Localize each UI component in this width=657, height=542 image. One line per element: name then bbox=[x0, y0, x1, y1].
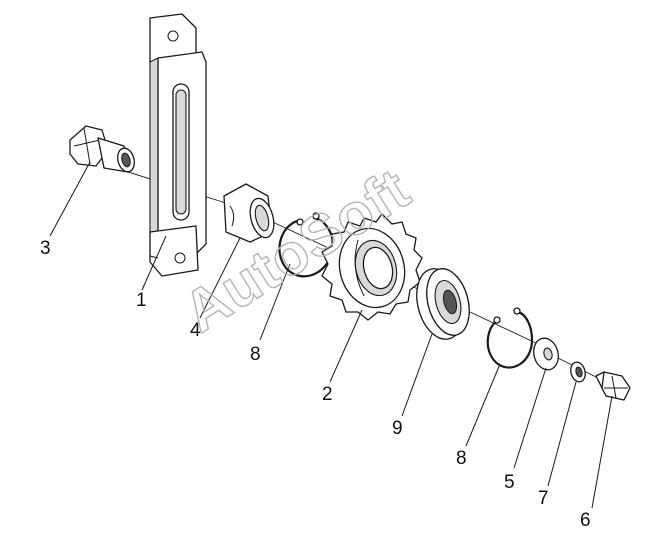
leader-lines bbox=[49, 161, 613, 509]
part-4-bushing bbox=[223, 183, 275, 243]
leader-4 bbox=[199, 237, 241, 319]
part-7-spring-washer bbox=[570, 361, 586, 383]
part-2-sprocket bbox=[321, 213, 423, 321]
part-3-shoulder-bolt bbox=[69, 125, 135, 173]
callout-5: 5 bbox=[504, 472, 515, 493]
leader-2 bbox=[329, 309, 363, 383]
part-5-washer bbox=[533, 337, 559, 371]
callout-4: 4 bbox=[190, 320, 201, 341]
part-6-hex-bolt bbox=[595, 371, 631, 401]
leader-9 bbox=[401, 333, 433, 417]
callout-7: 7 bbox=[538, 488, 549, 509]
leader-5 bbox=[513, 367, 547, 469]
part-8-circlip-right bbox=[486, 307, 534, 369]
part-1-bracket bbox=[149, 13, 207, 277]
part-8-circlip-left bbox=[278, 212, 334, 278]
callout-2: 2 bbox=[322, 384, 333, 405]
part-9-bearing bbox=[416, 268, 470, 340]
leader-7 bbox=[547, 381, 577, 487]
callout-3: 3 bbox=[40, 238, 51, 259]
callout-1: 1 bbox=[136, 290, 147, 311]
callout-6: 6 bbox=[580, 510, 591, 531]
leader-3 bbox=[49, 161, 91, 237]
callout-9: 9 bbox=[392, 418, 403, 439]
leader-6 bbox=[591, 395, 613, 509]
leader-8a bbox=[259, 263, 291, 341]
callout-8-left: 8 bbox=[250, 344, 261, 365]
leader-8b bbox=[465, 363, 501, 447]
callout-8-right: 8 bbox=[456, 448, 467, 469]
callouts: 1 3 4 8 2 9 8 5 7 6 bbox=[40, 238, 591, 531]
leader-1 bbox=[141, 235, 167, 291]
